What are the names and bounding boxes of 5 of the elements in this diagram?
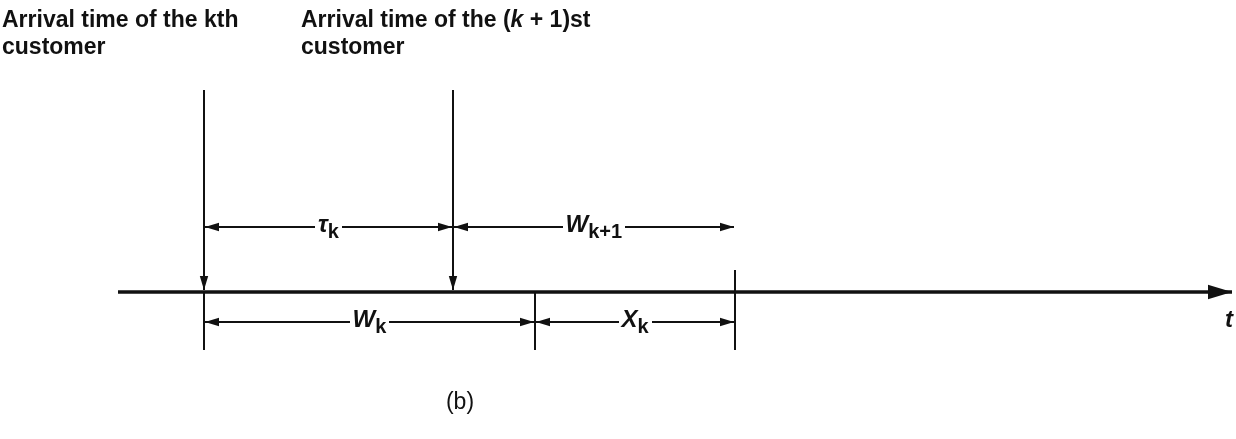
arrival-label: Arrival time of the (k + 1)st customer <box>301 6 631 60</box>
arrival-label: Arrival time of the kth customer <box>2 6 292 60</box>
leader-line <box>199 89 209 291</box>
leader-line <box>448 89 458 291</box>
figure-caption: (b) <box>445 388 475 414</box>
